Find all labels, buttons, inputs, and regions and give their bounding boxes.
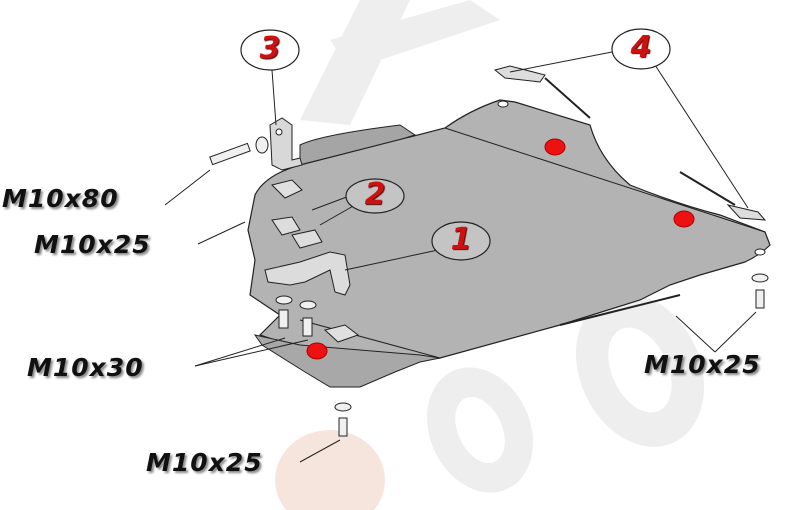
watermark xyxy=(275,0,705,510)
callout-ellipse-1 xyxy=(431,221,491,261)
fasteners xyxy=(209,136,769,437)
bolt-label-m10x80: M10x80 xyxy=(2,184,119,213)
callout-ellipses xyxy=(240,28,671,261)
skid-plate xyxy=(247,99,771,388)
callout-4: 4 xyxy=(630,30,652,65)
callout-ellipse-4 xyxy=(611,28,671,70)
callout-1: 1 xyxy=(450,222,472,257)
bolt-label-m10x25-bottom: M10x25 xyxy=(146,448,263,477)
callout-ellipse-3 xyxy=(240,29,300,71)
callout-ellipse-2 xyxy=(345,178,405,214)
leader-lines xyxy=(164,51,757,463)
red-mark-1 xyxy=(544,138,566,156)
brackets xyxy=(264,65,767,343)
red-mark-2 xyxy=(673,210,695,228)
bolt-label-m10x25-right: M10x25 xyxy=(644,350,761,379)
red-mark-3 xyxy=(306,342,328,360)
callout-2: 2 xyxy=(364,177,386,212)
red-marks xyxy=(306,138,695,360)
bolt-label-m10x30: M10x30 xyxy=(27,353,144,382)
callout-3: 3 xyxy=(259,31,281,66)
bolt-label-m10x25-left: M10x25 xyxy=(34,230,151,259)
